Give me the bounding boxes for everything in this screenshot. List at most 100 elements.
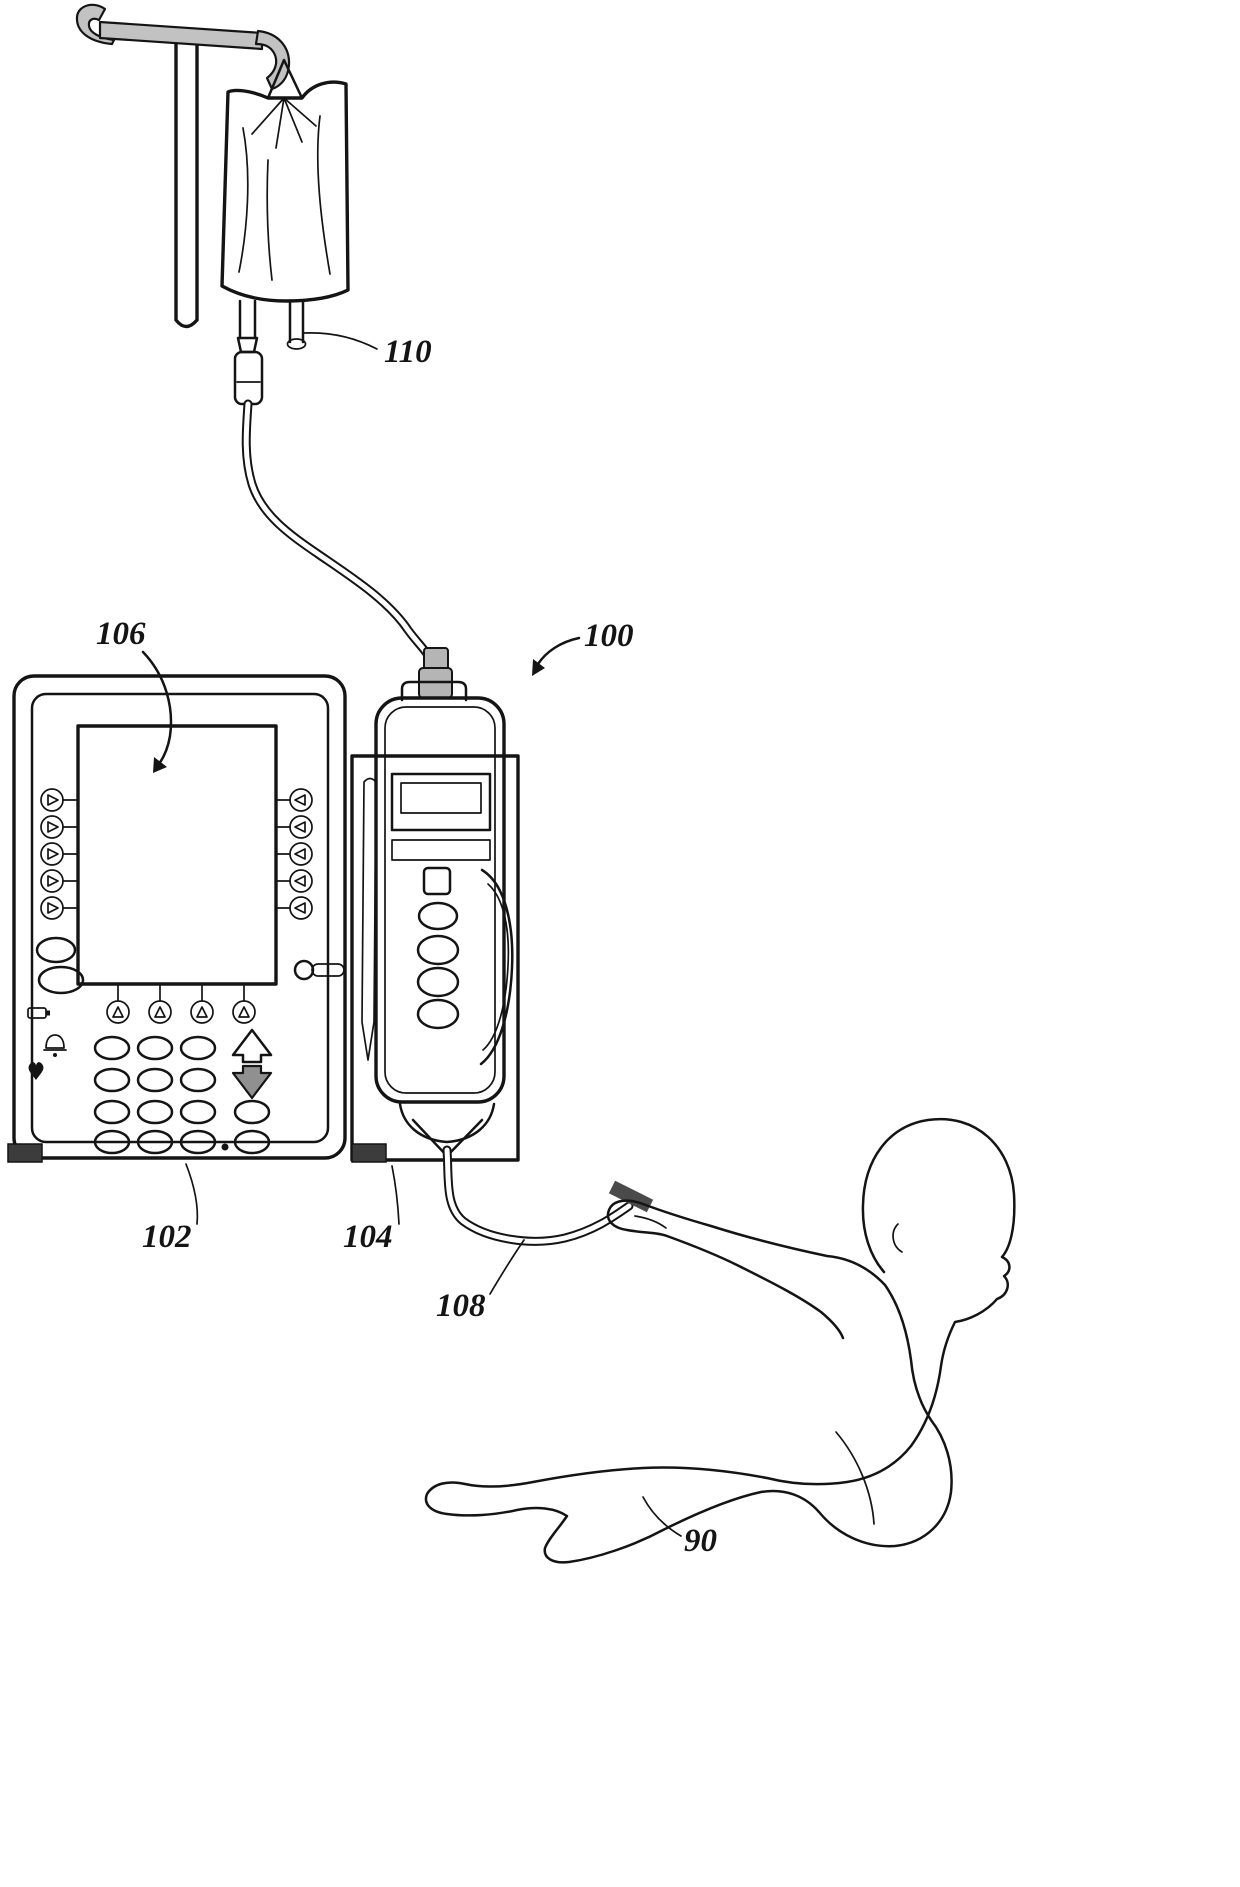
softkey-button[interactable] bbox=[40, 896, 79, 920]
pump-foot-left bbox=[7, 1143, 43, 1163]
status-icons bbox=[27, 1007, 67, 1080]
keypad-button[interactable] bbox=[136, 1099, 174, 1125]
keypad-button[interactable] bbox=[179, 1129, 217, 1155]
softkey-button[interactable] bbox=[40, 788, 79, 812]
function-oval-button[interactable] bbox=[35, 936, 77, 964]
keypad-button[interactable] bbox=[179, 1035, 217, 1061]
leader-arrow-100 bbox=[536, 636, 581, 666]
label-106: 106 bbox=[96, 616, 146, 652]
channel-key[interactable] bbox=[148, 1000, 172, 1024]
function-oval-button[interactable] bbox=[37, 965, 85, 995]
rocker-up-arrow[interactable] bbox=[231, 1028, 273, 1064]
leader-arrowhead-106 bbox=[153, 757, 167, 773]
keypad-button[interactable] bbox=[179, 1067, 217, 1093]
main-pump-unit bbox=[7, 674, 347, 1163]
module-body-inner bbox=[384, 706, 496, 1094]
reference-labels: 110 106 100 102 104 108 90 bbox=[96, 332, 717, 1559]
leader-110 bbox=[303, 332, 378, 350]
bag-left-port bbox=[238, 299, 257, 340]
bag-right-port bbox=[288, 299, 305, 344]
battery-icon bbox=[27, 1007, 50, 1019]
module-display-bar bbox=[391, 839, 491, 861]
keypad-button[interactable] bbox=[93, 1067, 131, 1093]
label-102: 102 bbox=[142, 1219, 192, 1255]
keypad-button[interactable] bbox=[233, 1129, 271, 1155]
iv-pole bbox=[75, 3, 291, 329]
module-display-lcd bbox=[400, 782, 482, 814]
heart-icon bbox=[28, 1062, 44, 1080]
module-body-outer bbox=[374, 696, 506, 1104]
softkey-button[interactable] bbox=[275, 815, 313, 839]
module-top-cap bbox=[400, 680, 468, 702]
leader-104 bbox=[391, 1165, 400, 1225]
keypad-button[interactable] bbox=[136, 1067, 174, 1093]
bag-pleats bbox=[251, 97, 317, 149]
infant-hand-line bbox=[634, 1215, 667, 1229]
pump-module-assembly bbox=[350, 680, 520, 1163]
softkey-button[interactable] bbox=[275, 788, 313, 812]
bag-outline bbox=[220, 80, 350, 303]
iv-site-wrap bbox=[608, 1180, 654, 1213]
supply-tube bbox=[241, 399, 453, 699]
keypad-button[interactable] bbox=[136, 1035, 174, 1061]
softkey-button[interactable] bbox=[275, 896, 313, 920]
module-oval-button[interactable] bbox=[416, 998, 460, 1030]
label-110: 110 bbox=[384, 334, 432, 370]
module-mount-plate bbox=[350, 754, 520, 1162]
keypad-button[interactable] bbox=[233, 1099, 271, 1125]
drip-chamber-spike bbox=[236, 336, 259, 354]
module-oval-button[interactable] bbox=[416, 934, 460, 966]
pole-clamp-knob[interactable] bbox=[293, 959, 345, 981]
softkey-button[interactable] bbox=[40, 869, 79, 893]
module-oval-button[interactable] bbox=[416, 966, 460, 998]
module-cradle bbox=[398, 1102, 496, 1144]
numeric-keypad bbox=[93, 1035, 271, 1155]
leader-arrowhead-100 bbox=[532, 659, 545, 676]
pole-shaft bbox=[174, 42, 199, 329]
iv-bag bbox=[220, 58, 350, 406]
keypad-button[interactable] bbox=[93, 1099, 131, 1125]
module-square-button[interactable] bbox=[422, 866, 452, 896]
label-104: 104 bbox=[343, 1219, 393, 1255]
keypad-button[interactable] bbox=[136, 1129, 174, 1155]
rate-rocker[interactable] bbox=[231, 1028, 273, 1100]
module-oval-button[interactable] bbox=[417, 901, 459, 931]
softkey-button[interactable] bbox=[40, 815, 79, 839]
module-display-frame bbox=[390, 772, 492, 832]
label-100: 100 bbox=[584, 618, 634, 654]
tube-connector-upper bbox=[423, 647, 449, 671]
channel-key[interactable] bbox=[232, 1000, 256, 1024]
stylus[interactable] bbox=[361, 777, 377, 1061]
patient-tube bbox=[442, 1145, 654, 1246]
keypad-button[interactable] bbox=[179, 1099, 217, 1125]
keypad-button[interactable] bbox=[93, 1035, 131, 1061]
label-108: 108 bbox=[436, 1288, 486, 1324]
module-foot bbox=[351, 1143, 387, 1163]
leader-90 bbox=[642, 1496, 682, 1537]
drip-chamber bbox=[233, 350, 264, 406]
softkey-button[interactable] bbox=[275, 842, 313, 866]
left-softkeys bbox=[40, 788, 79, 920]
channel-select-keys bbox=[106, 983, 256, 1024]
rocker-down-arrow[interactable] bbox=[231, 1064, 273, 1100]
infant-ear bbox=[892, 1223, 903, 1253]
decimal-key[interactable] bbox=[221, 1143, 229, 1151]
pump-outer-housing bbox=[12, 674, 347, 1160]
softkey-button[interactable] bbox=[275, 869, 313, 893]
keypad-button[interactable] bbox=[93, 1129, 131, 1155]
channel-key[interactable] bbox=[190, 1000, 214, 1024]
leader-102 bbox=[185, 1163, 199, 1225]
pump-display-screen[interactable] bbox=[76, 724, 278, 986]
bag-fold-lines bbox=[238, 115, 331, 281]
right-port-cap bbox=[286, 338, 307, 350]
infant-patient bbox=[424, 1117, 1016, 1564]
infant-thigh-line bbox=[835, 1431, 875, 1525]
channel-key[interactable] bbox=[106, 1000, 130, 1024]
infant-outline bbox=[424, 1117, 1016, 1564]
softkey-button[interactable] bbox=[40, 842, 79, 866]
leader-arrow-106 bbox=[141, 650, 173, 766]
pole-right-hook bbox=[254, 29, 291, 91]
pole-cross-bar bbox=[98, 20, 264, 51]
right-softkeys bbox=[275, 788, 313, 920]
